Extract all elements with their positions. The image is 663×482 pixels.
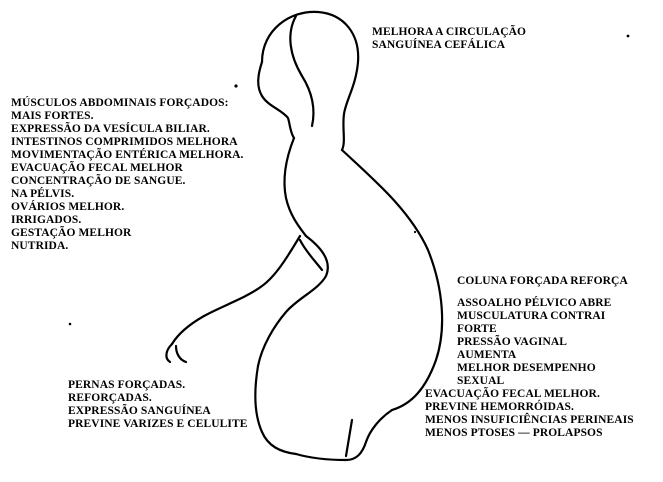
- note-line: SEXUAL: [457, 375, 634, 388]
- note-line: MENOS PTOSES — PROLAPSOS: [425, 427, 634, 440]
- legs-note: PERNAS FORÇADAS. REFORÇADAS. EXPRESSÃO S…: [68, 379, 248, 431]
- knee-inner-line: [300, 240, 322, 270]
- note-line: PRESSÃO VAGINAL: [457, 336, 634, 349]
- note-line: FORTE: [457, 323, 634, 336]
- note-line: MOVIMENTAÇÃO ENTÉRICA MELHORA.: [11, 149, 243, 162]
- shin-outline: [255, 366, 296, 454]
- note-spacer: [457, 288, 634, 297]
- hair-inner-line: [290, 16, 313, 126]
- note-line: MELHORA A CIRCULAÇÃO: [372, 26, 526, 39]
- note-line: MUSCULATURA CONTRAI: [457, 310, 634, 323]
- note-line: NA PÉLVIS.: [11, 188, 243, 201]
- calf-outline: [346, 410, 392, 460]
- note-line: MELHOR DESEMPENHO: [457, 362, 634, 375]
- abdominal-muscles-note: MÚSCULOS ABDOMINAIS FORÇADOS: MAIS FORTE…: [11, 97, 243, 253]
- thigh-outline: [258, 236, 328, 366]
- note-line: NUTRIDA.: [11, 240, 243, 253]
- note-line: PERNAS FORÇADAS.: [68, 379, 248, 392]
- face-outline: [258, 62, 294, 138]
- note-line: IRRIGADOS.: [11, 214, 243, 227]
- scan-speck: [69, 323, 72, 326]
- note-line: MÚSCULOS ABDOMINAIS FORÇADOS:: [11, 97, 243, 110]
- scan-speck: [234, 84, 237, 87]
- note-line: EXPRESSÃO SANGUÍNEA: [68, 405, 248, 418]
- head-circulation-note: MELHORA A CIRCULAÇÃO SANGUÍNEA CEFÁLICA: [372, 26, 526, 52]
- note-line: OVÁRIOS MELHOR.: [11, 201, 243, 214]
- note-line: SANGUÍNEA CEFÁLICA: [372, 39, 526, 52]
- foot-line: [346, 420, 352, 456]
- note-line: ASSOALHO PÉLVICO ABRE: [457, 297, 634, 310]
- note-line: CONCENTRAÇÃO DE SANGUE.: [11, 175, 243, 188]
- note-line: REFORÇADAS.: [68, 392, 248, 405]
- foot-outline: [296, 454, 346, 460]
- note-line: INTESTINOS COMPRIMIDOS MELHORA: [11, 136, 243, 149]
- note-line: EVACUAÇÃO FECAL MELHOR.: [425, 388, 634, 401]
- note-line: PREVINE VARIZES E CELULITE: [68, 418, 248, 431]
- scan-speck: [627, 35, 630, 38]
- back-outline: [342, 150, 442, 410]
- note-line: EVACUAÇÃO FECAL MELHOR: [11, 162, 243, 175]
- note-line: MENOS INSUFICIÊNCIAS PERINEAIS: [425, 414, 634, 427]
- note-title: COLUNA FORÇADA REFORÇA: [457, 275, 634, 288]
- scan-speck: [414, 231, 416, 233]
- note-line: PREVINE HEMORRÓIDAS.: [425, 401, 634, 414]
- spine-pelvic-floor-note: COLUNA FORÇADA REFORÇA ASSOALHO PÉLVICO …: [457, 275, 634, 440]
- note-line: MAIS FORTES.: [11, 110, 243, 123]
- hair-outline: [262, 12, 358, 150]
- hand-outline: [166, 344, 186, 362]
- note-line: EXPRESSÃO DA VESÍCULA BILIAR.: [11, 123, 243, 136]
- note-line: AUMENTA: [457, 349, 634, 362]
- torso-front-outline: [284, 138, 306, 236]
- note-line: GESTAÇÃO MELHOR: [11, 227, 243, 240]
